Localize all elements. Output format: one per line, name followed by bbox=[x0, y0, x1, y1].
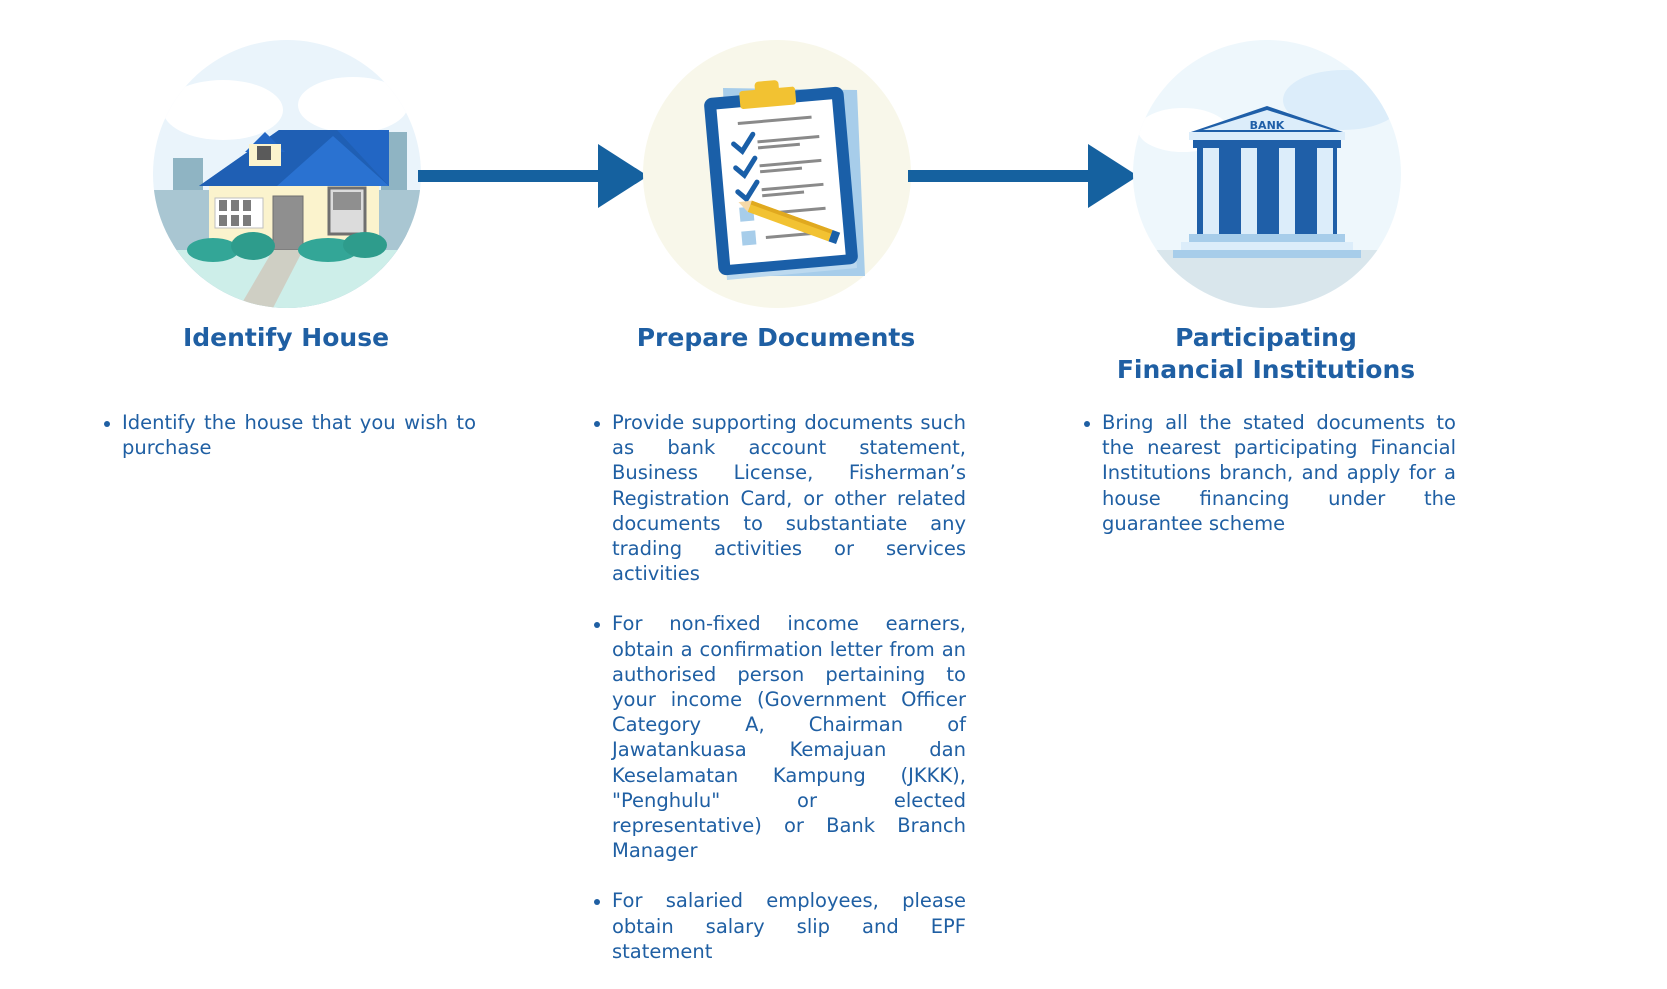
identify-house-bullets: Identify the house that you wish to purc… bbox=[104, 410, 476, 485]
bullet-text: For non-fixed income earners, obtain a c… bbox=[612, 612, 966, 863]
title-line: Participating bbox=[1175, 323, 1357, 352]
house-icon bbox=[153, 40, 421, 308]
bullet-dot bbox=[594, 421, 600, 427]
bank-sign-text: BANK bbox=[1250, 119, 1285, 132]
bullet-dot bbox=[594, 899, 600, 906]
right-arrow-icon bbox=[418, 144, 648, 208]
list-item: Provide supporting documents such as ban… bbox=[594, 410, 966, 586]
title-line: Financial Institutions bbox=[1116, 355, 1416, 384]
list-item: Bring all the stated documents to the ne… bbox=[1084, 410, 1456, 536]
bullet-dot bbox=[594, 622, 600, 629]
title-line: Identify House bbox=[182, 323, 390, 352]
prepare-documents-bullets: Provide supporting documents such as ban… bbox=[594, 410, 966, 989]
bullet-text: Identify the house that you wish to purc… bbox=[122, 411, 476, 460]
bullet-text: Bring all the stated documents to the ne… bbox=[1102, 411, 1456, 535]
bank-building-icon: BANK bbox=[1133, 40, 1401, 308]
clipboard-checklist-icon bbox=[643, 40, 911, 308]
bullet-dot bbox=[1084, 421, 1090, 427]
title-line: Prepare Documents bbox=[636, 323, 916, 352]
financial-institutions-bullets: Bring all the stated documents to the ne… bbox=[1084, 410, 1456, 561]
bullet-dot bbox=[104, 421, 110, 427]
list-item: Identify the house that you wish to purc… bbox=[104, 410, 476, 460]
bullet-text: For salaried employees, please obtain sa… bbox=[612, 889, 966, 963]
list-item: For non-fixed income earners, obtain a c… bbox=[594, 611, 966, 863]
step-title-identify-house: Identify House bbox=[76, 322, 496, 354]
step-title-prepare-documents: Prepare Documents bbox=[566, 322, 986, 354]
right-arrow-icon bbox=[908, 144, 1138, 208]
step-title-participating-financial-institutions: Participating Financial Institutions bbox=[1056, 322, 1476, 386]
bullet-text: Provide supporting documents such as ban… bbox=[612, 411, 966, 586]
list-item: For salaried employees, please obtain sa… bbox=[594, 888, 966, 964]
